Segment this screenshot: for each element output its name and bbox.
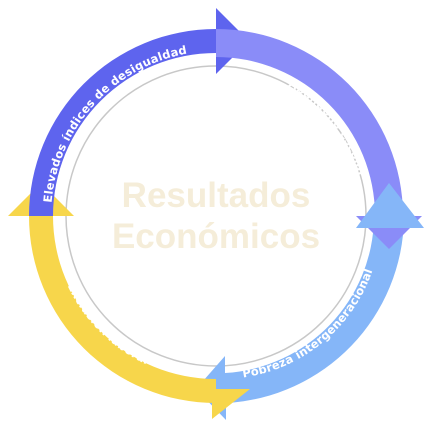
arrow-exclusion-laboral: [8, 183, 216, 403]
arrowhead-exclusion: [212, 389, 250, 419]
arrowhead-pobreza: [356, 183, 424, 228]
center-title-line2: Económicos: [112, 217, 320, 256]
arrow-elevados-indices: [29, 8, 249, 216]
center-title-line1: Resultados: [122, 176, 311, 215]
